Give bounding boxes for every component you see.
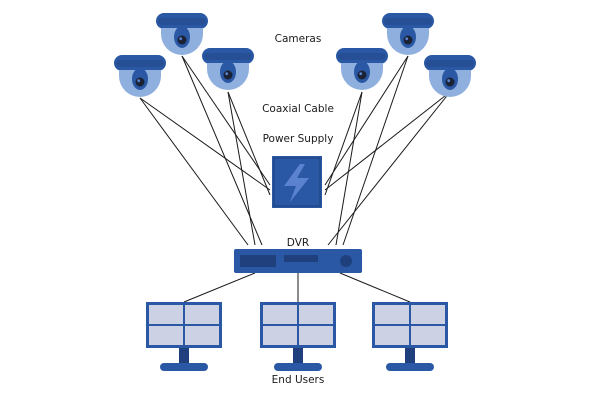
camera-mid-left <box>202 48 254 90</box>
end-users-label: End Users <box>271 374 325 386</box>
camera-mid-right <box>336 48 388 90</box>
monitor-left <box>145 301 223 372</box>
coaxial-cable-label: Coaxial Cable <box>262 103 334 115</box>
power-supply-icon <box>272 156 322 208</box>
camera-far-right <box>424 55 476 97</box>
monitor-cable-lines <box>183 272 411 303</box>
camera-top-right <box>382 13 434 55</box>
power-supply-label: Power Supply <box>262 133 334 145</box>
cameras-label: Cameras <box>274 33 322 45</box>
monitor-right <box>371 301 449 372</box>
camera-far-left <box>114 55 166 97</box>
dvr-label: DVR <box>286 237 310 249</box>
coaxial-cable-lines <box>139 55 451 246</box>
monitor-center <box>259 301 337 372</box>
dvr-recorder-icon <box>234 249 362 273</box>
camera-top-left <box>156 13 208 55</box>
